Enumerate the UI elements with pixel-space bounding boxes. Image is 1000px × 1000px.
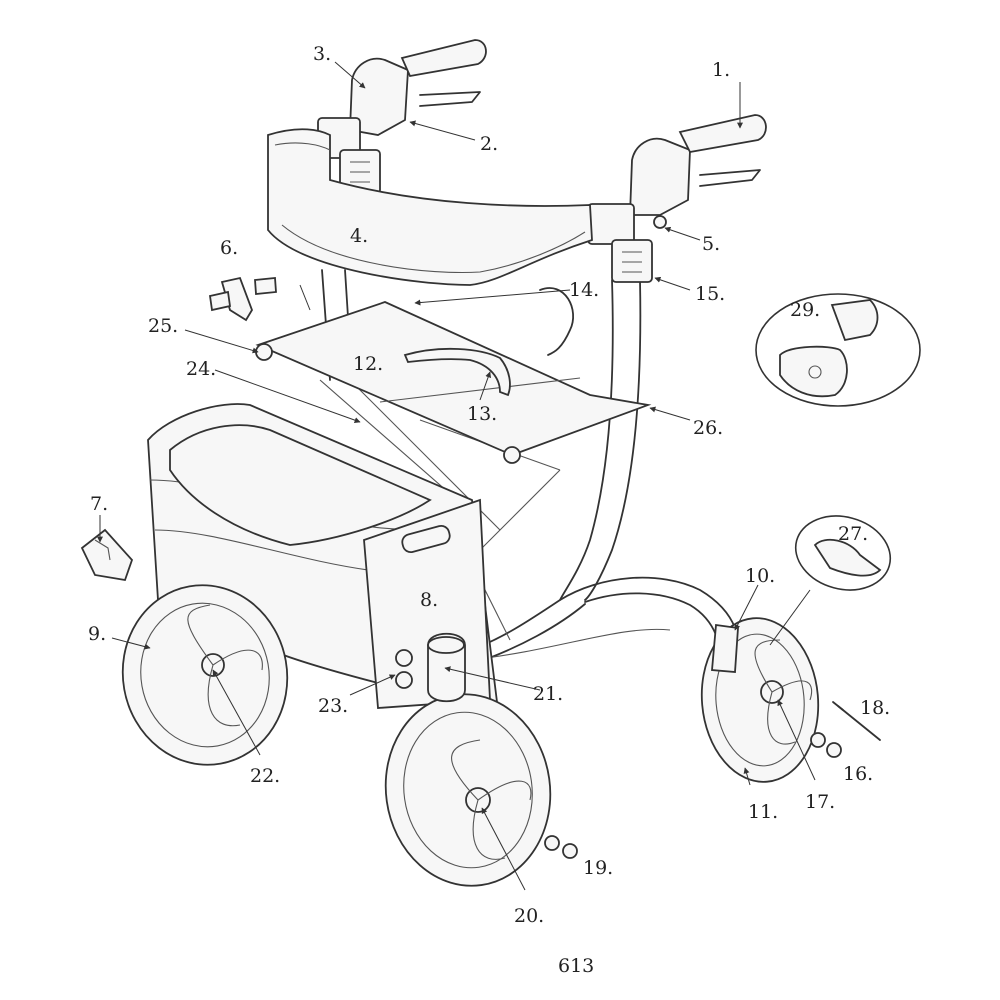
clip-6 bbox=[208, 276, 277, 322]
handle-left bbox=[317, 39, 487, 195]
castor-housing bbox=[427, 632, 466, 703]
callout-24: 24. bbox=[186, 358, 216, 380]
callout-11: 11. bbox=[748, 801, 778, 823]
callout-25: 25. bbox=[148, 315, 178, 337]
detail-bubble-29 bbox=[755, 293, 921, 407]
detail-bubble-27 bbox=[769, 515, 892, 646]
seat bbox=[255, 301, 652, 456]
callout-15: 15. bbox=[695, 283, 725, 305]
callout-29: 29. bbox=[790, 299, 820, 321]
callout-21: 21. bbox=[533, 683, 563, 705]
callout-6: 6. bbox=[220, 237, 238, 259]
callout-4: 4. bbox=[350, 225, 368, 247]
callout-8: 8. bbox=[420, 589, 438, 611]
hook-14 bbox=[539, 287, 575, 356]
callout-18: 18. bbox=[860, 697, 890, 719]
callout-20: 20. bbox=[514, 905, 544, 927]
callout-10: 10. bbox=[745, 565, 775, 587]
leader-lines bbox=[97, 61, 816, 891]
callout-12: 12. bbox=[353, 353, 383, 375]
handle-right bbox=[587, 114, 767, 283]
callout-26: 26. bbox=[693, 417, 723, 439]
callout-17: 17. bbox=[805, 791, 835, 813]
callout-7: 7. bbox=[90, 493, 108, 515]
axle-18 bbox=[810, 701, 881, 758]
end-cap-7 bbox=[80, 528, 134, 582]
wheel-front-left bbox=[121, 584, 289, 766]
callout-22: 22. bbox=[250, 765, 280, 787]
callout-27: 27. bbox=[838, 523, 868, 545]
callout-1: 1. bbox=[712, 59, 730, 81]
seat-strap bbox=[403, 347, 511, 397]
backrest bbox=[267, 128, 593, 286]
callout-19: 19. bbox=[583, 857, 613, 879]
callout-23: 23. bbox=[318, 695, 348, 717]
callout-16: 16. bbox=[843, 763, 873, 785]
page-number: 613 bbox=[558, 955, 594, 977]
callout-14: 14. bbox=[569, 279, 599, 301]
callout-3: 3. bbox=[313, 43, 331, 65]
callout-labels: 1. 2. 3. 4. 5. 6. 7. 8. 9. 10. 11. 12. 1… bbox=[88, 43, 890, 927]
wheel-rear-right bbox=[700, 617, 820, 783]
callout-5: 5. bbox=[702, 233, 720, 255]
callout-13: 13. bbox=[467, 403, 497, 425]
callout-9: 9. bbox=[88, 623, 106, 645]
callout-2: 2. bbox=[480, 133, 498, 155]
wheel-front bbox=[384, 693, 578, 887]
